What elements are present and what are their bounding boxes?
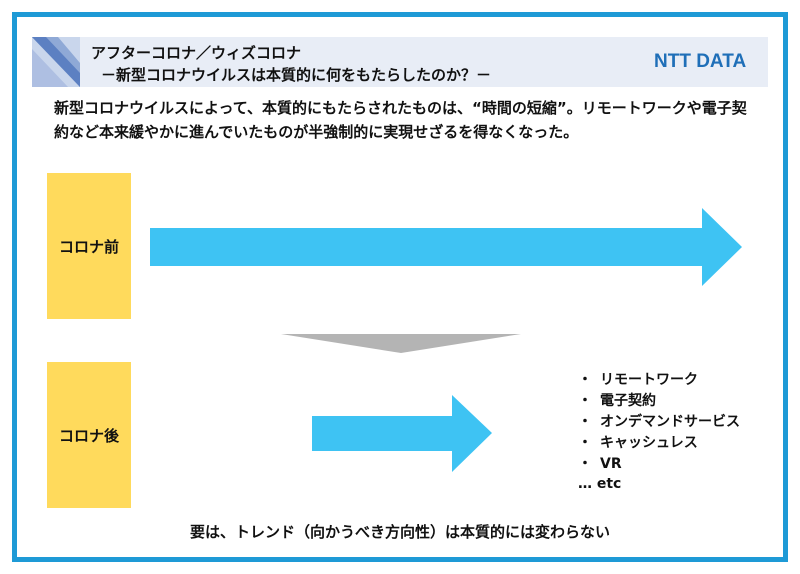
long-arrow (150, 208, 742, 286)
short-arrow (312, 395, 492, 472)
bullet-icon: ・ (578, 414, 592, 430)
list-item: ・リモートワーク (578, 370, 740, 391)
bullet-icon: ・ (578, 372, 592, 388)
list-item: ・電子契約 (578, 391, 740, 412)
box-before-label: コロナ前 (58, 237, 119, 256)
header-band (32, 37, 768, 87)
list-item: ・オンデマンドサービス (578, 412, 740, 433)
header-title: アフターコロナ／ウィズコロナ (91, 44, 302, 62)
conclusion-text: 要は、トレンド（向かうべき方向性）は本質的には変わらない (189, 523, 610, 541)
slide-frame (12, 12, 788, 562)
examples-list: ・リモートワーク ・電子契約 ・オンデマンドサービス ・キャッシュレス ・VR (578, 370, 740, 475)
bullet-icon: ・ (578, 435, 592, 451)
down-connector (281, 334, 521, 353)
list-item-label: オンデマンドサービス (600, 414, 740, 430)
company-logo: NTT DATA (654, 51, 747, 72)
list-item: ・ VR (578, 454, 740, 475)
box-after-corona: コロナ後 (47, 362, 131, 508)
list-item-label: キャッシュレス (600, 435, 698, 451)
list-etc: … etc (578, 476, 622, 492)
box-after-label: コロナ後 (58, 426, 119, 445)
bullet-icon: ・ (578, 456, 592, 472)
list-item-label: リモートワーク (600, 372, 698, 388)
intro-text: 新型コロナウイルスによって、本質的にもたらされたものは、“時間の短縮”。リモート… (54, 99, 747, 141)
list-item: ・キャッシュレス (578, 433, 740, 454)
header-subtitle: －新型コロナウイルスは本質的に何をもたらしたのか？－ (101, 66, 492, 84)
list-item-label: 電子契約 (600, 393, 656, 409)
box-before-corona: コロナ前 (47, 173, 131, 319)
header-decoration-icon (32, 37, 80, 87)
list-item-label: VR (600, 456, 622, 472)
bullet-icon: ・ (578, 393, 592, 409)
